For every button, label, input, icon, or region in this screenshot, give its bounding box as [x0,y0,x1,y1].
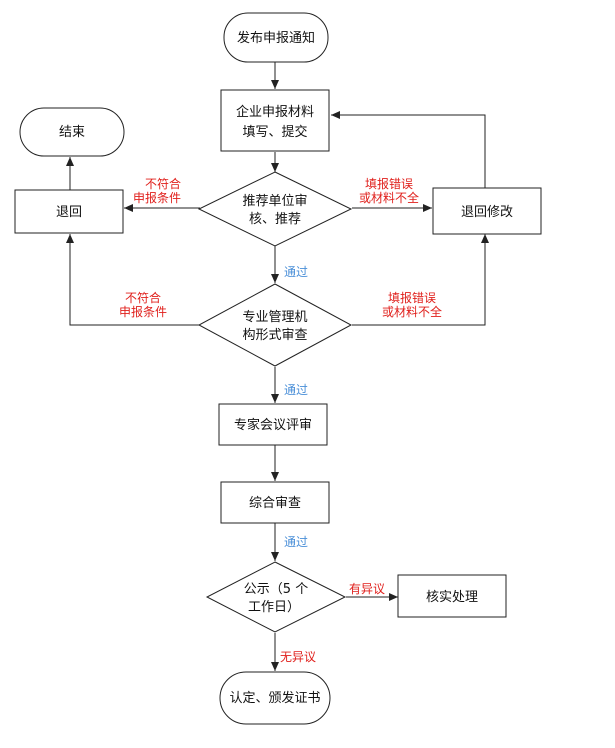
label-not-qualified-1-line1: 不符合 [145,176,181,191]
node-end-label: 结束 [59,125,85,140]
node-publish-notice-label: 发布申报通知 [237,30,315,46]
node-certify-label: 认定、颁发证书 [229,690,320,706]
node-formal-review: 专业管理机 构形式审查 [197,283,353,367]
arrow-modify-to-submit [331,111,486,188]
label-fill-error-1-line2: 或材料不全 [359,190,419,205]
label-pass-3: 通过 [284,535,308,549]
node-recommend-review: 推荐单位审 核、推荐 [197,171,353,247]
node-verify-handle-label: 核实处理 [426,590,478,605]
node-enterprise-submit: 企业申报材料 填写、提交 [220,89,330,152]
node-publish-notice: 发布申报通知 [223,12,329,63]
node-enterprise-submit-line1: 企业申报材料 [236,104,314,120]
label-pass-1: 通过 [284,265,308,279]
node-expert-review-label: 专家会议评审 [234,417,312,433]
node-return: 退回 [14,189,124,234]
node-formal-review-line1: 专业管理机 [242,310,307,325]
node-comprehensive-review: 综合审查 [220,481,330,524]
label-not-qualified-1-line2: 申报条件 [133,190,181,205]
label-has-objection: 有异议 [349,582,385,596]
node-comprehensive-review-label: 综合审查 [249,496,301,511]
node-recommend-review-line1: 推荐单位审 [242,194,307,209]
label-not-qualified-2-line2: 申报条件 [119,304,167,319]
label-fill-error-2-line1: 填报错误 [388,290,436,305]
node-enterprise-submit-line2: 填写、提交 [242,124,307,140]
node-certify: 认定、颁发证书 [219,671,331,725]
node-verify-handle: 核实处理 [397,574,507,618]
label-not-qualified-2-line1: 不符合 [125,290,161,305]
node-expert-review: 专家会议评审 [218,403,328,446]
node-recommend-review-line2: 核、推荐 [249,212,301,227]
label-fill-error-2-line2: 或材料不全 [382,304,442,319]
arrow-formal-to-return [66,234,200,326]
node-end: 结束 [19,107,125,157]
label-no-objection: 无异议 [280,650,316,664]
node-return-modify: 退回修改 [432,187,542,235]
label-pass-2: 通过 [284,383,308,397]
node-formal-review-line2: 构形式审查 [242,328,307,343]
node-return-modify-label: 退回修改 [461,205,513,220]
node-publicity: 公示（5 个 工作日） [205,561,347,633]
node-return-label: 退回 [56,205,82,220]
node-publicity-line1: 公示（5 个 [244,582,308,597]
node-publicity-line2: 工作日） [248,600,300,615]
arrow-formal-to-modify [352,234,489,326]
label-fill-error-1-line1: 填报错误 [365,176,413,191]
